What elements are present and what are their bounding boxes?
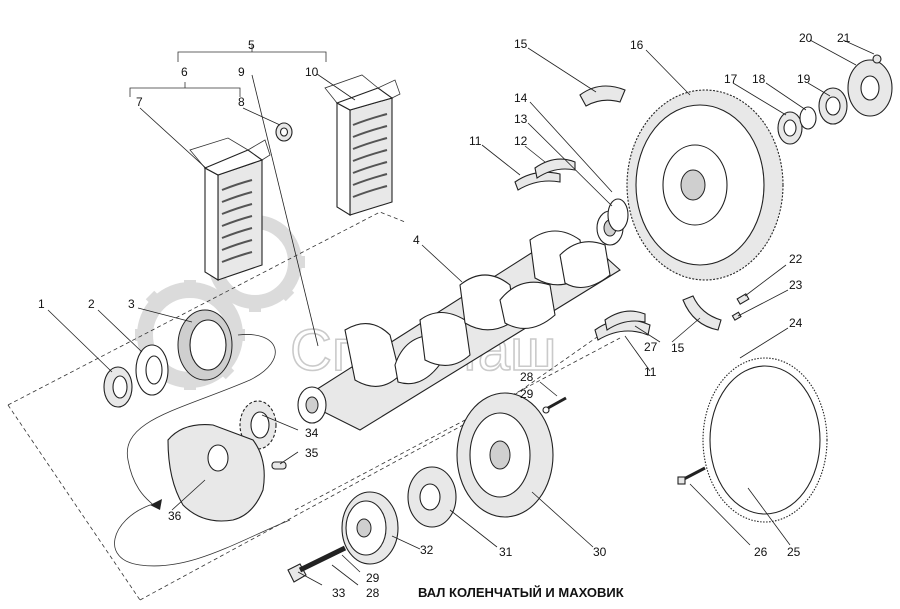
part-seal-3 xyxy=(177,309,233,381)
callout-8: 8 xyxy=(238,95,245,109)
callout-11-top: 11 xyxy=(469,134,482,148)
callout-10: 10 xyxy=(305,65,319,79)
part-damper-30 xyxy=(456,392,554,518)
callout-34: 34 xyxy=(305,426,319,440)
part-bearing-19 xyxy=(818,87,848,125)
diagram-caption: ВАЛ КОЛЕНЧАТЫЙ И МАХОВИК xyxy=(418,585,624,600)
part-ring-gear-24 xyxy=(702,357,828,523)
callout-numbers: 1 2 3 4 5 6 7 8 9 10 11 11 12 13 14 15 1… xyxy=(38,31,851,600)
callout-22: 22 xyxy=(789,252,803,266)
part-pin-22 xyxy=(736,293,750,305)
callout-7: 7 xyxy=(136,95,143,109)
part-spacer-18 xyxy=(799,106,817,130)
callout-28-top: 28 xyxy=(520,370,534,384)
callout-9: 9 xyxy=(238,65,245,79)
leader-lines xyxy=(47,39,875,586)
callout-36: 36 xyxy=(168,509,182,523)
part-thrust-half-washer-15 xyxy=(579,85,626,107)
callout-15-top: 15 xyxy=(514,37,528,51)
callout-32: 32 xyxy=(420,543,434,557)
part-dowel-23 xyxy=(731,311,742,321)
callout-19: 19 xyxy=(797,72,811,86)
callout-17: 17 xyxy=(724,72,738,86)
part-crankshaft xyxy=(297,210,624,431)
callout-30: 30 xyxy=(593,545,607,559)
callout-31: 31 xyxy=(499,545,513,559)
callout-4: 4 xyxy=(413,233,420,247)
part-gear-34 xyxy=(239,400,277,450)
part-counterweight-36 xyxy=(167,424,265,522)
callout-25: 25 xyxy=(787,545,801,559)
part-pulley-32 xyxy=(341,491,399,565)
part-nut-8 xyxy=(275,122,293,142)
part-lock-washer-2 xyxy=(135,344,169,396)
part-bearing-box-right xyxy=(324,74,401,216)
part-key-35 xyxy=(271,461,287,470)
part-flywheel-16 xyxy=(626,89,784,281)
callout-24: 24 xyxy=(789,316,803,330)
part-nut-1 xyxy=(103,366,133,408)
part-plate-20 xyxy=(847,59,893,117)
callout-2: 2 xyxy=(88,297,95,311)
part-bearing-shells-27 xyxy=(594,310,651,341)
part-bolt-28-small xyxy=(542,396,567,414)
part-bolt-33 xyxy=(287,545,347,583)
callout-18: 18 xyxy=(752,72,766,86)
part-bolt-21 xyxy=(872,54,882,64)
callout-16: 16 xyxy=(630,38,644,52)
part-bolt-26 xyxy=(677,466,706,485)
callout-28-bottom: 28 xyxy=(366,586,380,600)
part-thrust-half-washer-15-lower xyxy=(682,295,722,331)
callout-35: 35 xyxy=(305,446,319,460)
part-bearing-17 xyxy=(777,111,803,145)
callout-29-bottom: 29 xyxy=(366,571,380,585)
callout-12: 12 xyxy=(514,134,528,148)
callout-6: 6 xyxy=(181,65,188,79)
part-bearing-shells-12 xyxy=(514,158,576,191)
callout-13: 13 xyxy=(514,112,528,126)
part-hub-31 xyxy=(407,466,457,528)
callout-23: 23 xyxy=(789,278,803,292)
callout-26: 26 xyxy=(754,545,768,559)
part-bearing-box-left xyxy=(189,137,271,281)
callout-21: 21 xyxy=(837,31,851,45)
callout-1: 1 xyxy=(38,297,45,311)
group-brackets xyxy=(129,45,327,97)
callout-29-top: 29 xyxy=(520,387,534,401)
callout-20: 20 xyxy=(799,31,813,45)
callout-5: 5 xyxy=(248,38,255,52)
callout-27: 27 xyxy=(644,340,658,354)
callout-15-bottom: 15 xyxy=(671,341,685,355)
callout-14: 14 xyxy=(514,91,528,105)
callout-3: 3 xyxy=(128,297,135,311)
part-seal-13 xyxy=(607,198,629,232)
callout-33: 33 xyxy=(332,586,346,600)
callout-11-bottom: 11 xyxy=(644,365,657,379)
